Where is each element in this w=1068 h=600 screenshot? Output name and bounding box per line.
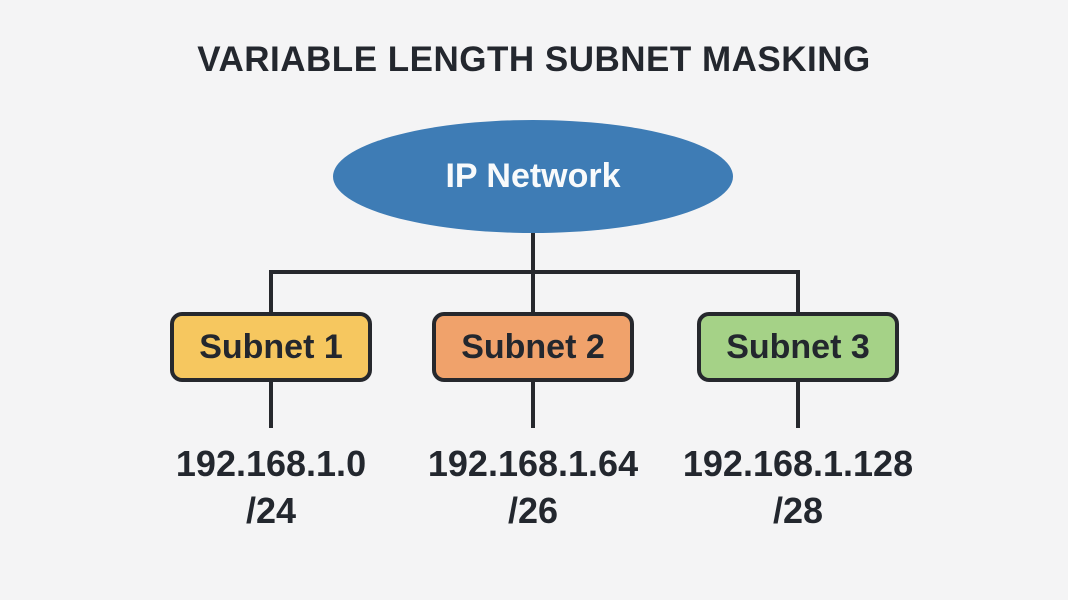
subnet2-ip: 192.168.1.64 — [427, 443, 639, 484]
page-title: VARIABLE LENGTH SUBNET MASKING — [197, 40, 871, 79]
connector-subnet3-top — [796, 270, 800, 314]
subnet3-ip: 192.168.1.128 — [682, 443, 914, 484]
connector-root-stem — [531, 228, 535, 274]
subnet3-node: Subnet 3 — [697, 312, 899, 382]
subnet3-prefix: /28 — [772, 490, 824, 531]
subnet2-node: Subnet 2 — [432, 312, 634, 382]
ip-network-node: IP Network — [333, 120, 733, 233]
subnet2-address: 192.168.1.64 /26 — [388, 440, 678, 534]
subnet1-address: 192.168.1.0 /24 — [126, 440, 416, 534]
ip-network-label: IP Network — [445, 157, 621, 195]
subnet3-label: Subnet 3 — [726, 327, 870, 366]
subnet1-node: Subnet 1 — [170, 312, 372, 382]
subnet2-label: Subnet 2 — [461, 327, 605, 366]
connector-subnet2-top — [531, 270, 535, 314]
subnet1-ip: 192.168.1.0 — [175, 443, 367, 484]
subnet2-prefix: /26 — [507, 490, 559, 531]
connector-subnet2-bottom — [531, 382, 535, 428]
subnet1-label: Subnet 1 — [199, 327, 343, 366]
connector-subnet1-top — [269, 270, 273, 314]
connector-subnet3-bottom — [796, 382, 800, 428]
subnet3-address: 192.168.1.128 /28 — [653, 440, 943, 534]
connector-subnet1-bottom — [269, 382, 273, 428]
subnet1-prefix: /24 — [245, 490, 297, 531]
